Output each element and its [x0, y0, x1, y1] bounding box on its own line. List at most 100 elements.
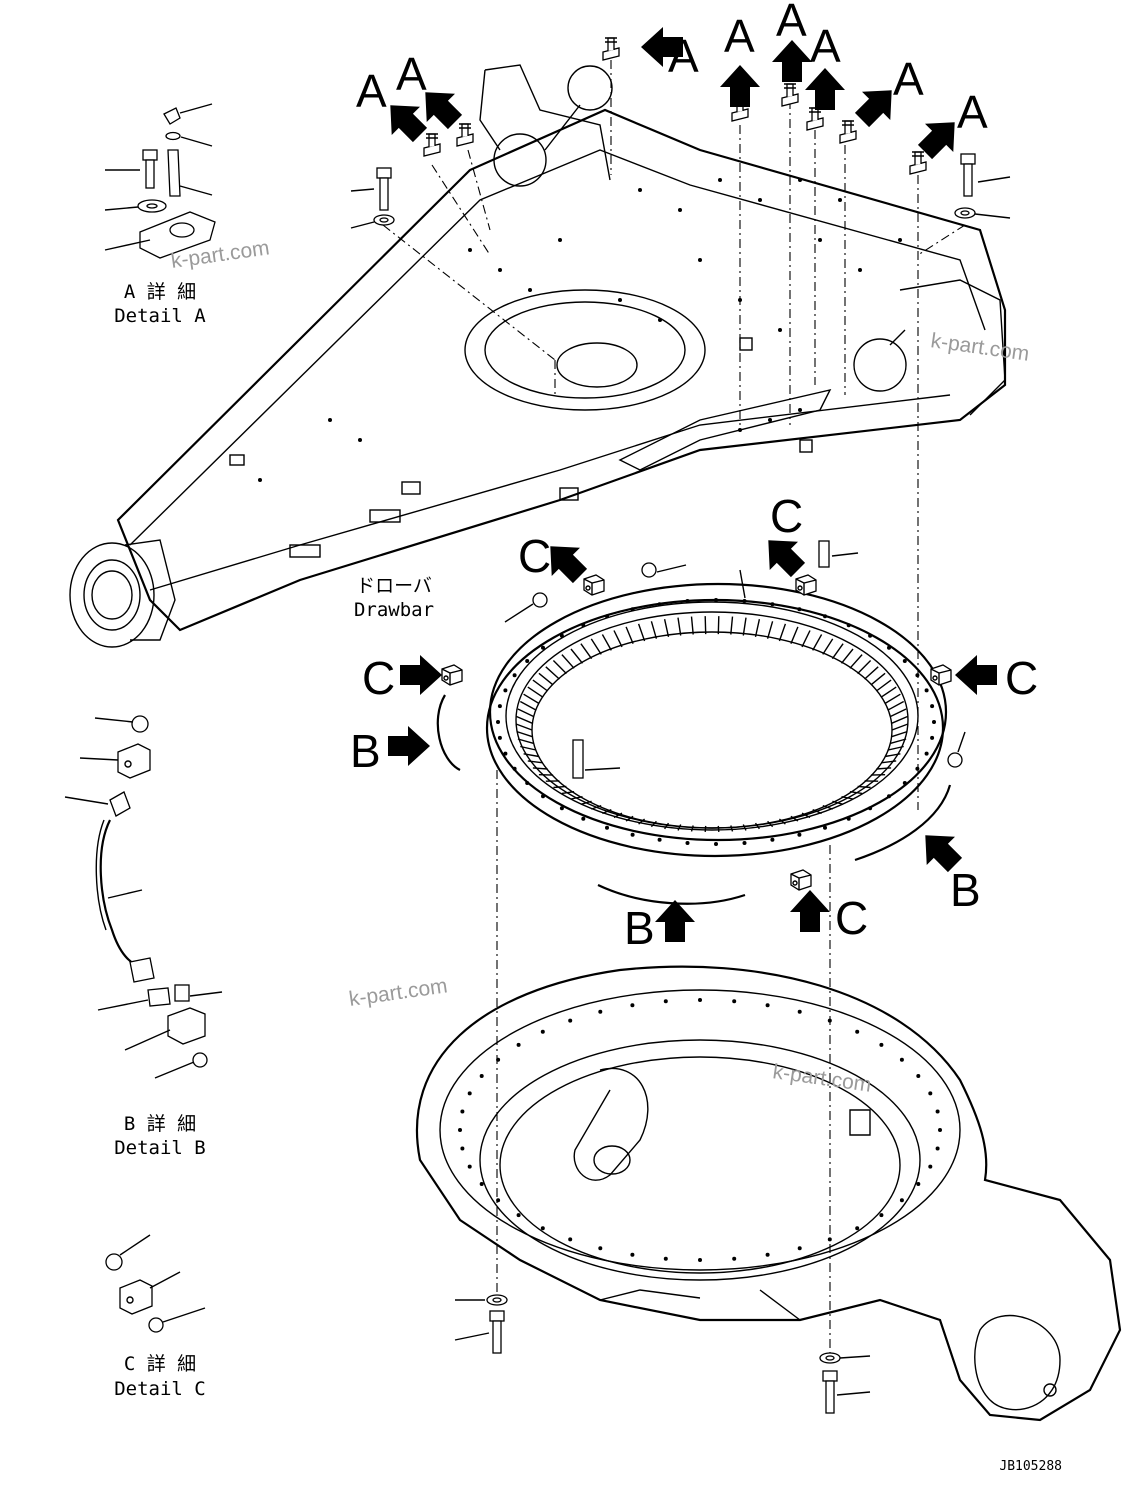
- detail-b-group: [64, 715, 223, 1079]
- detail-c-title-en: Detail C: [114, 1378, 206, 1400]
- ring-bolt-hole: [525, 781, 530, 785]
- ring-bolt-hole: [714, 598, 718, 602]
- frame-bolt-hole: [663, 999, 668, 1004]
- ring-bolt-hole: [497, 735, 502, 740]
- ring-bolt-hole: [902, 781, 907, 785]
- frame-bolt-hole: [732, 999, 737, 1004]
- ring-bolt-hole: [797, 607, 802, 612]
- callout-a-1: A: [668, 30, 699, 82]
- frame-bolt-hole: [540, 1226, 545, 1231]
- block-part-c4: [930, 664, 952, 686]
- ring-bolt-hole: [742, 599, 747, 603]
- callout-arrows: [376, 27, 997, 942]
- detail-c-title-jp: C 詳 細: [124, 1353, 196, 1375]
- frame-bolt-hole: [916, 1182, 921, 1186]
- callout-b-2: B: [624, 902, 655, 954]
- arrow-c4: [955, 655, 997, 695]
- dowel-pin-part: [572, 739, 584, 779]
- ring-bolt-hole: [559, 633, 564, 638]
- ring-bolt-hole: [605, 614, 609, 619]
- frame-bolt-hole: [663, 1256, 668, 1261]
- ring-bolt-hole: [868, 806, 873, 811]
- callout-a-8: A: [957, 86, 988, 138]
- leader-lines: [350, 176, 1011, 1396]
- frame-bolt-hole: [458, 1128, 462, 1132]
- detail-c-group: [105, 1234, 206, 1333]
- frame-bolt-hole: [479, 1182, 484, 1186]
- plug-part-2: [532, 592, 548, 608]
- nozzle-part-a1: [602, 37, 620, 61]
- ring-bolt-hole: [497, 704, 502, 709]
- ring-bolt-hole: [525, 659, 530, 663]
- callout-b-3: B: [950, 864, 981, 916]
- frame-bolt-hole: [516, 1213, 521, 1218]
- ring-bolt-hole: [932, 720, 936, 724]
- detail-labels: A 詳 細 Detail A B 詳 細 Detail B C 詳 細 Deta…: [114, 281, 434, 1400]
- washer-part-a-right: [954, 207, 976, 219]
- ring-bolt-hole: [924, 751, 929, 756]
- frame-bolt-hole: [928, 1091, 933, 1096]
- frame-bolt-hole: [598, 1009, 603, 1014]
- fastener-parts: [373, 37, 976, 1414]
- frame-bolt-hole: [797, 1009, 802, 1014]
- callout-a-6: A: [810, 20, 841, 72]
- frame-bolt-hole: [935, 1109, 940, 1114]
- swing-frame: [415, 965, 1122, 1422]
- frame-bolt-hole: [855, 1226, 860, 1231]
- callout-a-3: A: [396, 48, 427, 100]
- ring-bolt-hole: [868, 633, 873, 638]
- frame-bolt-hole: [928, 1164, 933, 1169]
- detail-b-title-jp: B 詳 細: [124, 1113, 196, 1135]
- swing-circle-gear: [485, 582, 948, 858]
- frame-bolt-hole: [935, 1146, 940, 1151]
- ring-bolt-hole: [823, 825, 827, 830]
- watermark-4: k-part.com: [771, 1060, 872, 1097]
- ring-bolt-hole: [902, 659, 907, 663]
- block-part-c1: [583, 574, 605, 596]
- block-part-c5: [790, 869, 812, 891]
- frame-bolt-hole: [698, 998, 702, 1002]
- frame-bolt-hole: [516, 1042, 521, 1047]
- ring-bolt-hole: [924, 688, 929, 693]
- ring-bolt-hole: [503, 688, 508, 693]
- frame-bolt-hole: [899, 1198, 904, 1203]
- ring-bolt-hole: [503, 751, 508, 756]
- nozzle-part-a2: [423, 133, 441, 157]
- frame-bolt-hole: [765, 1003, 770, 1008]
- ring-bolt-hole: [685, 841, 690, 845]
- ring-bolt-hole: [541, 794, 545, 799]
- arrow-a4: [720, 65, 760, 107]
- ring-bolt-hole: [512, 673, 517, 678]
- frame-bolt-hole: [460, 1146, 465, 1151]
- ring-bolt-hole: [630, 607, 635, 612]
- frame-bolt-hole: [899, 1057, 904, 1062]
- nozzle-part-a3: [456, 123, 474, 147]
- frame-bolt-hole: [879, 1042, 884, 1047]
- watermark-2: k-part.com: [929, 329, 1030, 366]
- bolt-part-lower-right: [822, 1370, 838, 1414]
- ring-bolt-hole: [742, 841, 747, 845]
- arrow-b1: [388, 726, 430, 766]
- frame-bolt-hole: [467, 1091, 472, 1096]
- frame-bolt-hole: [630, 1003, 635, 1008]
- callout-a-2: A: [356, 65, 387, 117]
- callout-c-3: C: [362, 652, 395, 704]
- ring-bolt-hole: [915, 673, 920, 678]
- frame-bolt-hole: [598, 1246, 603, 1251]
- ring-bolt-hole: [657, 837, 662, 842]
- block-part-c3: [441, 664, 463, 686]
- plug-part-1: [641, 562, 657, 578]
- watermark-3: k-part.com: [347, 974, 448, 1011]
- arrow-b2: [655, 900, 695, 942]
- ring-bolt-hole: [581, 816, 586, 821]
- frame-bolt-hole: [916, 1074, 921, 1078]
- drawbar-label-jp: ドローバ: [356, 575, 432, 597]
- frame-bolt-hole: [460, 1109, 465, 1114]
- ring-bolt-hole: [797, 832, 802, 837]
- ring-bolt-hole: [887, 645, 891, 650]
- washer-part-lower-left: [486, 1294, 508, 1306]
- ring-bolt-hole: [581, 623, 586, 628]
- ring-bolt-hole: [823, 614, 827, 619]
